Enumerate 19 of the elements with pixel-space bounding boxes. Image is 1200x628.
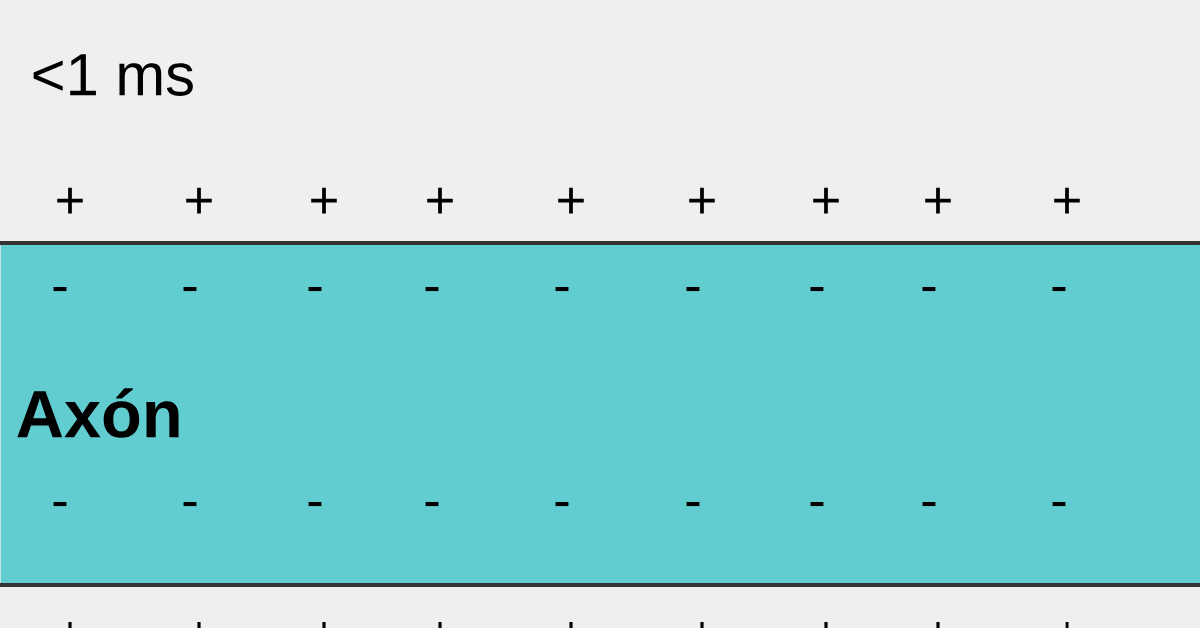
charge-sign: - [183,287,197,292]
charge-sign: - [308,287,322,292]
charge-sign: - [425,287,439,292]
charge-sign: - [53,502,67,507]
charge-sign: - [686,502,700,507]
charge-sign: - [922,287,936,292]
charge-sign: - [308,502,322,507]
charge-sign: - [810,287,824,292]
charge-sign: - [183,502,197,507]
charge-sign: - [810,502,824,507]
charge-sign: - [1052,287,1066,292]
charge-sign: - [686,287,700,292]
charge-sign: - [555,287,569,292]
charge-sign: - [555,502,569,507]
charge-sign: - [425,502,439,507]
charge-sign: - [53,287,67,292]
duration-label: <1 ms [33,54,193,96]
charge-sign: - [1052,502,1066,507]
charge-sign: - [922,502,936,507]
